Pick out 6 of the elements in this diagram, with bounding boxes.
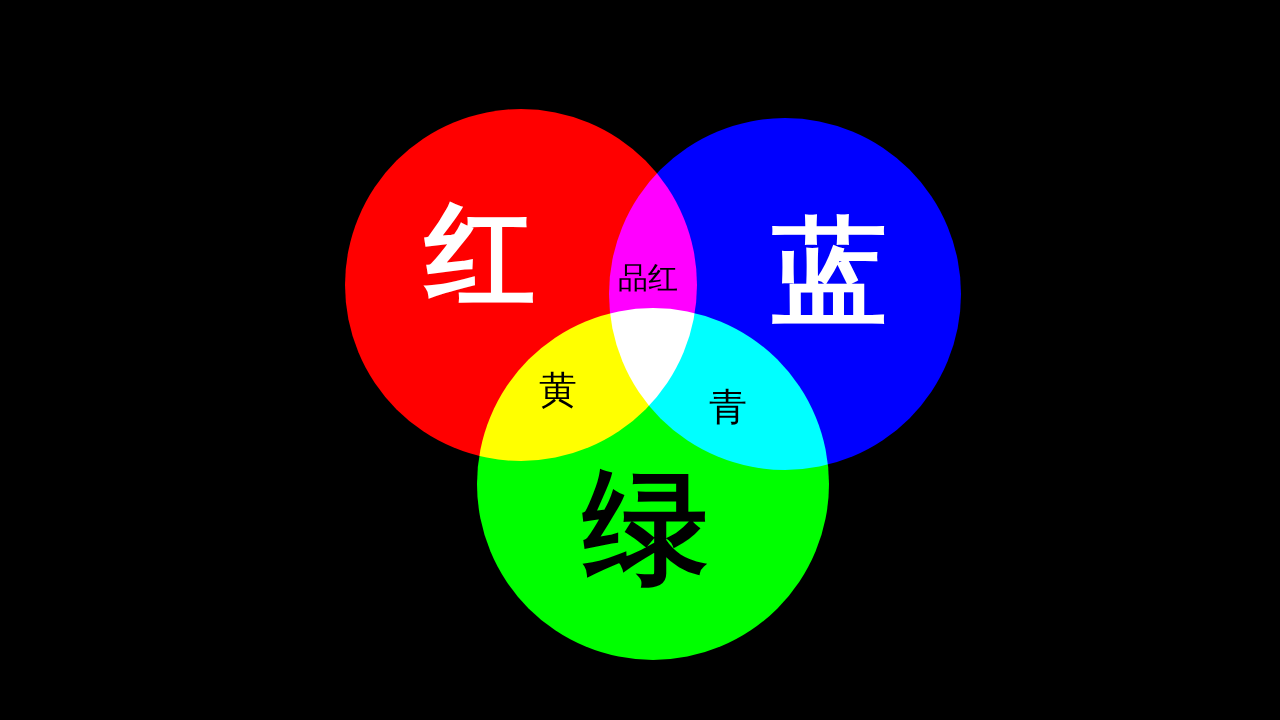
circle-label: 绿 (582, 463, 708, 589)
circle-label: 红 (425, 199, 535, 309)
overlap-label: 青 (709, 388, 747, 426)
circle-label: 蓝 (771, 213, 887, 329)
overlap-label: 黄 (539, 371, 577, 409)
overlap-label: 品红 (618, 263, 678, 293)
